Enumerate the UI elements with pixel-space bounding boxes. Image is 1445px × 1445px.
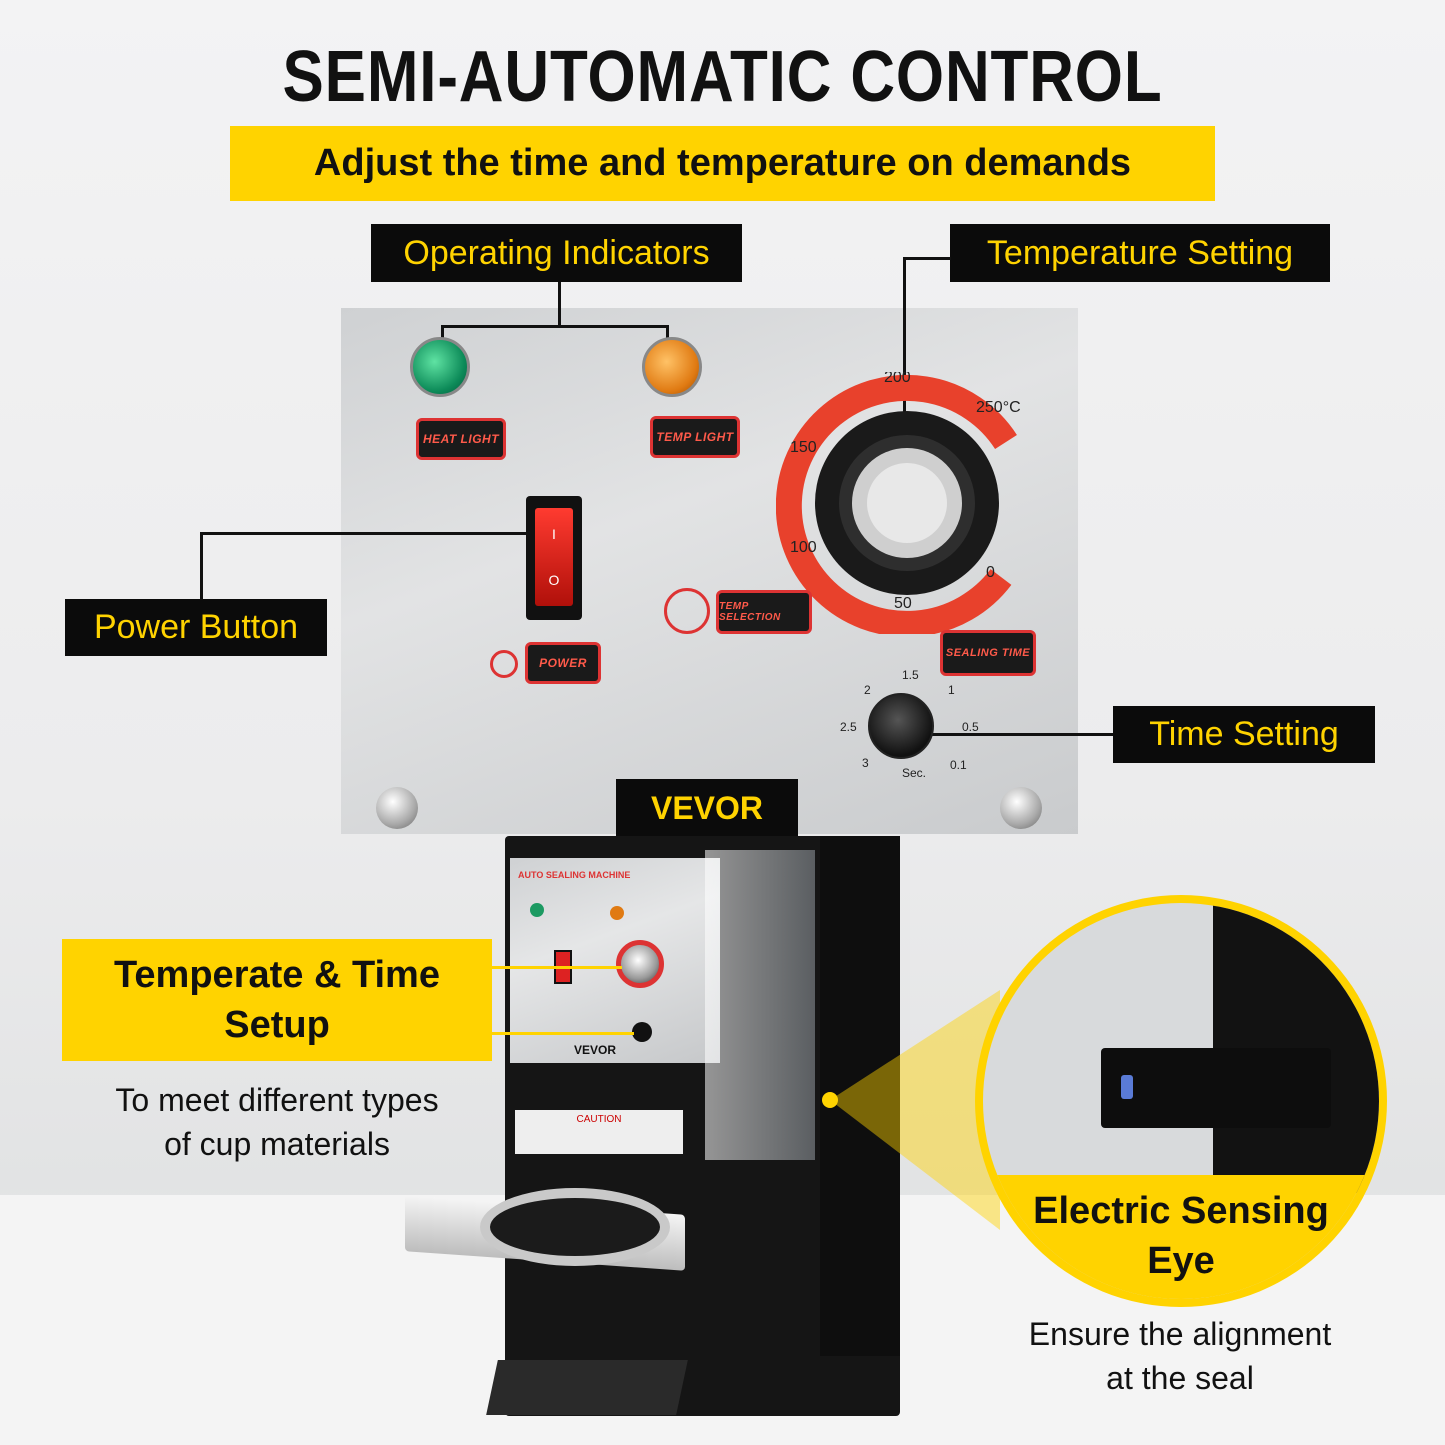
thermometer-icon	[664, 588, 710, 634]
machine-temp-knob	[616, 940, 664, 988]
panel-screw	[1000, 787, 1042, 829]
heat-indicator-lamp	[410, 337, 470, 397]
connector-line	[903, 257, 906, 477]
sensor-closeup	[975, 895, 1387, 1307]
connector-line	[905, 733, 1115, 736]
power-label: POWER	[525, 642, 601, 684]
caution-text: CAUTION	[576, 1114, 622, 1125]
tag-time-setting: Time Setting	[1113, 706, 1375, 763]
machine-panel-title: AUTO SEALING MACHINE	[518, 870, 631, 880]
temp-mark-250: 250°C	[976, 399, 1021, 416]
switch-on-mark: I	[552, 526, 556, 542]
feature-left-title-1: Temperate & Time	[114, 954, 440, 996]
switch-off-mark: O	[548, 572, 560, 588]
brand-logo: VEVOR	[616, 779, 798, 837]
feature-right-description: Ensure the alignment at the seal	[980, 1312, 1380, 1400]
connector-line	[903, 257, 951, 260]
sensor-lens	[1121, 1075, 1133, 1099]
caution-label: CAUTION	[515, 1110, 683, 1154]
temperature-dial[interactable]: 200 250°C 150 100 50 0	[776, 372, 1038, 634]
connector-line	[200, 532, 553, 535]
feature-temp-time-box: Temperate & Time Setup	[62, 939, 492, 1061]
feature-right-desc-2: at the seal	[1106, 1360, 1254, 1396]
time-unit: Sec.	[902, 766, 927, 780]
feature-right-desc-1: Ensure the alignment	[1028, 1316, 1332, 1352]
machine-time-knob	[632, 1022, 652, 1042]
connector-line	[492, 1032, 634, 1035]
heat-light-label: HEAT LIGHT	[416, 418, 506, 460]
cup-holder-ring	[480, 1188, 670, 1266]
feature-right-title-1: Electric Sensing	[1033, 1190, 1329, 1232]
machine-brand: VEVOR	[574, 1043, 617, 1057]
panel-screw	[376, 787, 418, 829]
time-mark-2: 2	[864, 683, 871, 697]
page-title: SEMI-AUTOMATIC CONTROL	[282, 37, 1163, 117]
feature-left-description: To meet different types of cup materials	[62, 1078, 492, 1166]
temp-indicator-lamp	[642, 337, 702, 397]
power-icon	[490, 650, 518, 678]
subtitle-banner: Adjust the time and temperature on deman…	[230, 126, 1215, 201]
temp-mark-150: 150	[790, 439, 817, 456]
sensor-closeup-photo	[983, 903, 1379, 1299]
time-dial[interactable]	[868, 693, 934, 759]
time-mark-1-5: 1.5	[902, 668, 919, 682]
machine-control-panel: AUTO SEALING MACHINE VEVOR	[510, 858, 720, 1063]
machine-side-panel	[820, 836, 900, 1356]
time-mark-0-5: 0.5	[962, 720, 979, 734]
feature-right-title: Electric Sensing Eye	[985, 1186, 1377, 1286]
sealing-time-label: SEALING TIME	[940, 630, 1036, 676]
power-switch[interactable]: I O	[526, 496, 582, 620]
temp-mark-0: 0	[986, 564, 995, 581]
tag-temperature-setting: Temperature Setting	[950, 224, 1330, 282]
feature-left-title-2: Setup	[224, 1004, 330, 1046]
feature-left-desc-1: To meet different types	[115, 1082, 439, 1118]
drip-step	[486, 1360, 688, 1415]
sensor-eye	[1101, 1048, 1331, 1128]
temp-mark-100: 100	[790, 539, 817, 556]
time-mark-0-1: 0.1	[950, 758, 967, 772]
power-rocker[interactable]: I O	[535, 508, 573, 606]
machine-heat-lamp	[530, 903, 544, 917]
sealing-film-roll	[705, 850, 815, 1160]
time-mark-2-5: 2.5	[840, 720, 857, 734]
feature-right-title-2: Eye	[1147, 1240, 1215, 1282]
sensor-label-bg	[983, 1175, 1379, 1299]
temp-light-label: TEMP LIGHT	[650, 416, 740, 458]
temp-mark-50: 50	[894, 595, 912, 612]
time-mark-3: 3	[862, 756, 869, 770]
time-mark-1: 1	[948, 683, 955, 697]
connector-line	[492, 966, 622, 969]
connector-line	[200, 532, 203, 600]
machine-temp-lamp	[610, 906, 624, 920]
tag-power-button: Power Button	[65, 599, 327, 656]
temp-mark-200: 200	[884, 372, 911, 386]
connector-line	[441, 325, 669, 328]
temp-selection-label: TEMP SELECTION	[716, 590, 812, 634]
connector-line	[558, 282, 561, 327]
tag-operating-indicators: Operating Indicators	[371, 224, 742, 282]
feature-left-desc-2: of cup materials	[164, 1126, 390, 1162]
